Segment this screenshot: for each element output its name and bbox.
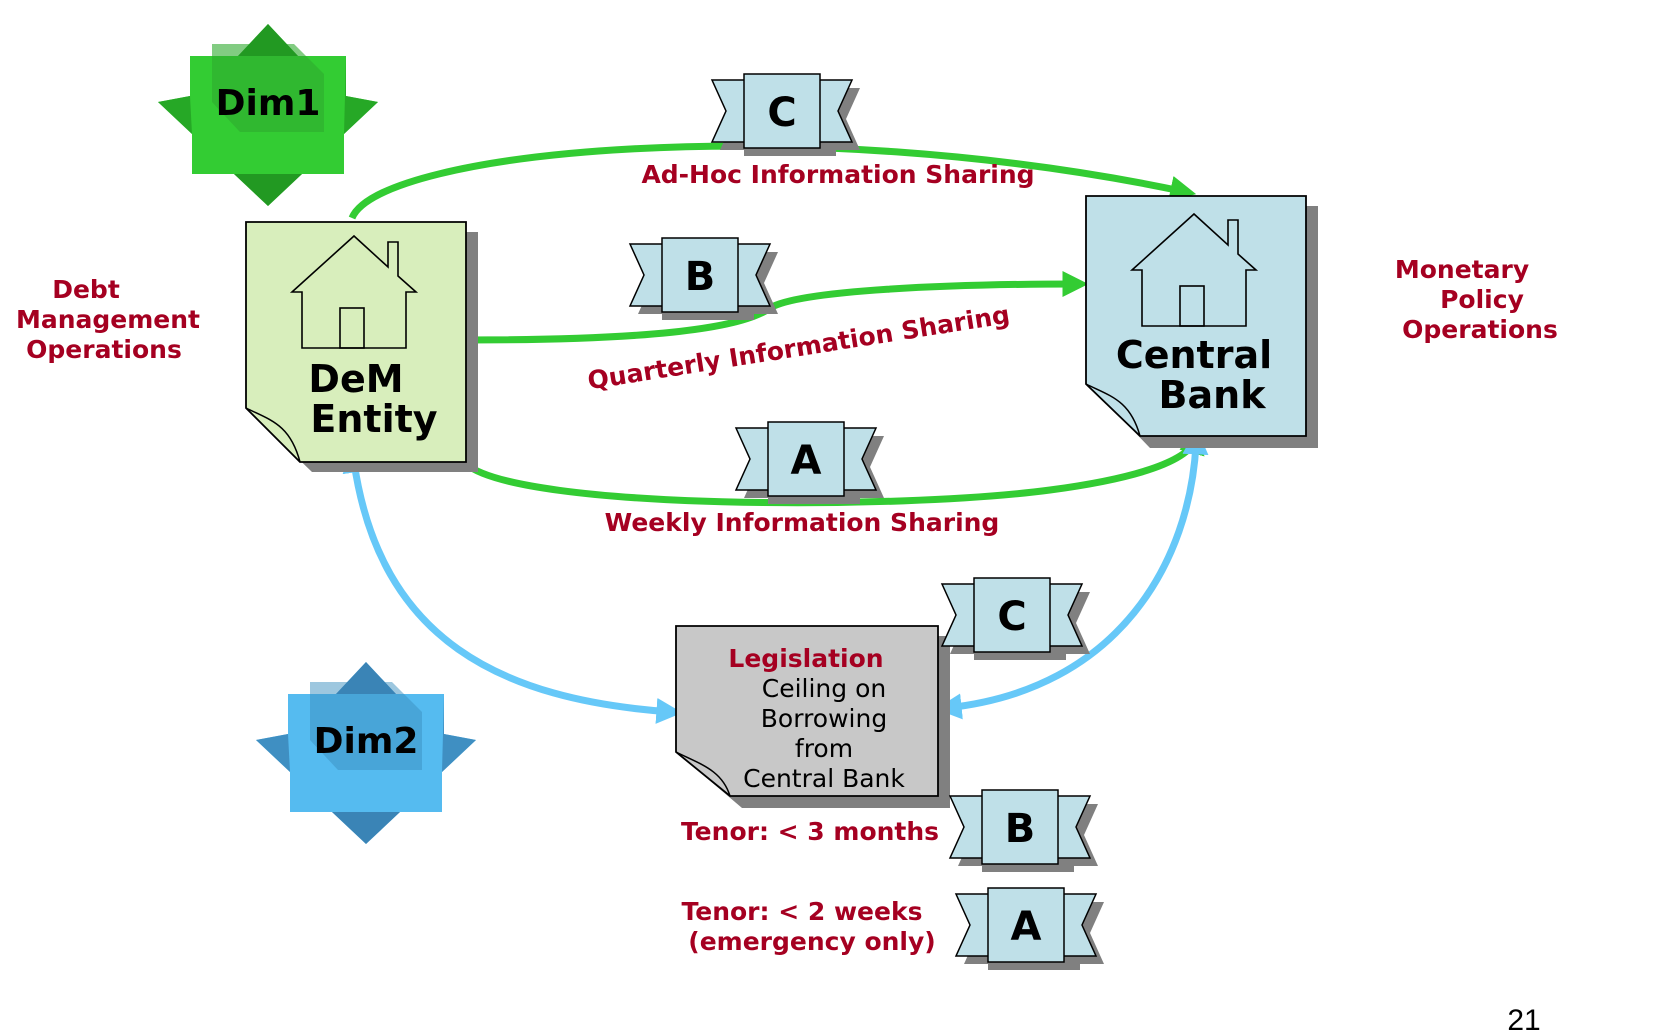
legislation-box: Legislation Ceiling on Borrowing from Ce… [675,625,950,808]
adhoc-flow-arrow [348,142,1197,220]
tenor-3m-badge: B [949,789,1099,873]
dem-title-line: DeM [308,357,403,401]
cb-title-line: Bank [1159,373,1267,417]
right-side-label: Monetary Policy Operations [1395,255,1558,344]
cb-legislation-arrow [935,428,1209,720]
weekly-flow-label: Weekly Information Sharing [605,508,1000,537]
right-label-line: Monetary [1395,255,1529,284]
dem-entity-box: DeM Entity [245,221,478,472]
right-label-line: Policy [1440,285,1524,314]
legislation-heading: Legislation [728,644,883,673]
left-label-line: Debt [52,275,120,304]
dim2-star: Dim2 [256,662,476,844]
tenor-2w-sublabel: (emergency only) [688,927,935,956]
adhoc-badge: C [711,73,861,157]
left-label-line: Operations [26,335,182,364]
badge-letter: A [791,438,822,484]
adhoc-flow-label: Ad-Hoc Information Sharing [641,160,1034,189]
legislation-line: from [795,734,853,763]
legislation-badge: C [941,577,1091,661]
right-label-line: Operations [1402,315,1558,344]
page-number: 21 [1507,1004,1540,1031]
dim1-label: Dim1 [216,83,321,124]
badge-letter: A [1011,904,1042,950]
badge-letter: C [767,90,796,136]
badge-letter: C [997,594,1026,640]
dem-legislation-arrow [342,446,683,724]
dim1-star: Dim1 [158,24,378,206]
badge-letter: B [1005,806,1036,852]
tenor-2w-badge: A [955,887,1105,971]
legislation-line: Borrowing [761,704,887,733]
badge-letter: B [685,254,716,300]
left-label-line: Management [16,305,200,334]
legislation-line: Central Bank [743,764,905,793]
central-bank-box: Central Bank [1085,195,1318,448]
cb-title-line: Central [1116,333,1272,377]
left-side-label: Debt Management Operations [16,275,200,364]
weekly-badge: A [735,421,885,505]
dem-title-line: Entity [310,397,437,441]
legislation-line: Ceiling on [762,674,886,703]
dim2-label: Dim2 [314,721,419,762]
tenor-2w-label: Tenor: < 2 weeks [682,897,923,926]
quarterly-flow-label: Quarterly Information Sharing [586,300,1012,395]
tenor-3m-label: Tenor: < 3 months [681,817,939,846]
quarterly-badge: B [629,237,779,321]
